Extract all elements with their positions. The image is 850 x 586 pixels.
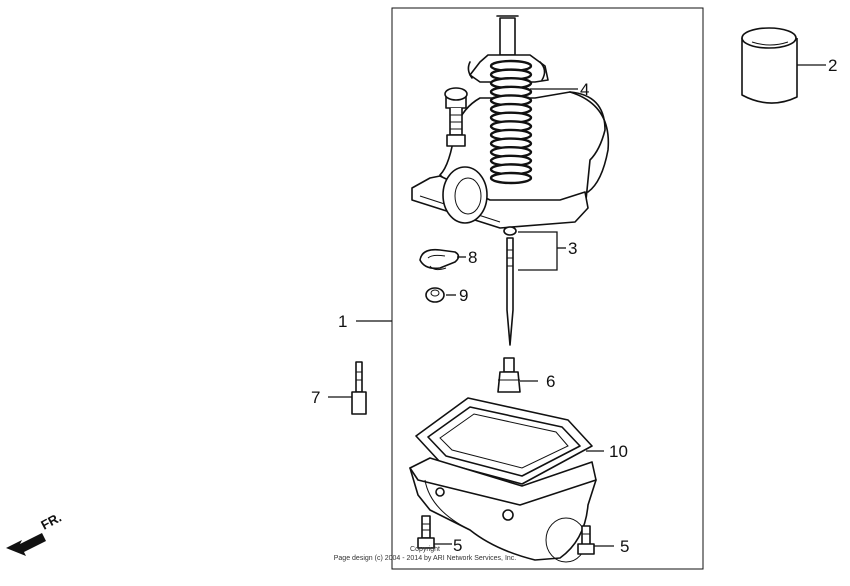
part-5-screw-left [417,515,435,549]
float-bowl [409,457,597,563]
part-7-pilot-jet [351,361,367,415]
callout-7: 7 [311,388,320,407]
callout-3: 3 [568,239,577,258]
part-6-main-jet [497,357,521,393]
part-8-clip [419,248,460,271]
callout-5-left: 5 [453,536,462,555]
copyright-line-1: Copyright [410,546,440,553]
part-2-cylinder [741,27,826,104]
callout-6: 6 [546,372,555,391]
part-9-washer [425,287,445,303]
callout-10: 10 [609,442,628,461]
callout-1: 1 [338,312,347,331]
callout-9: 9 [459,286,468,305]
part-3-jet-needle [503,226,517,346]
front-direction-arrow: FR. [6,510,64,556]
callout-8: 8 [468,248,477,267]
part-4-spring [489,59,533,185]
leader-3-bracket [518,231,558,271]
part-5-screw-right [577,525,595,555]
callout-5-right: 5 [620,537,629,556]
callout-4: 4 [580,80,589,99]
callout-2: 2 [828,56,837,75]
copyright-line-2: Page design (c) 2004 - 2014 by ARI Netwo… [334,555,517,562]
assembly-frame [391,7,704,570]
spring-coil [489,171,533,185]
front-direction-label: FR. [38,510,64,533]
